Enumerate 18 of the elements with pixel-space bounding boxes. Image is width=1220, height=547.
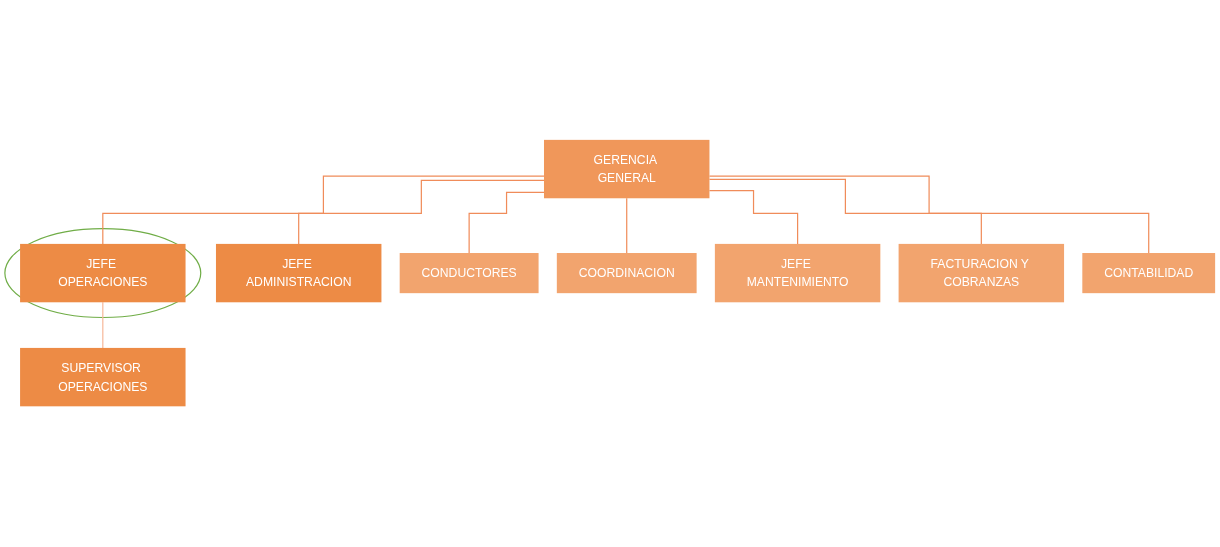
connector: [626, 198, 628, 255]
cluster: [4, 228, 202, 319]
connector: [468, 192, 545, 255]
node-box: JEFE OPERACIONES: [20, 244, 186, 303]
node-box: GERENCIA GENERAL: [544, 140, 710, 199]
node-box: JEFE MANTENIMIENTO: [714, 244, 881, 303]
node-box: JEFE ADMINISTRACION: [215, 244, 382, 303]
connector: [708, 190, 799, 245]
node-box: CONTABILIDAD: [1082, 253, 1216, 294]
node-box: CONDUCTORES: [399, 253, 539, 294]
node-box: SUPERVISOR OPERACIONES: [20, 348, 186, 407]
connector: [102, 175, 545, 245]
connector: [102, 302, 104, 349]
connector: [708, 175, 1150, 255]
connector: [708, 179, 982, 245]
connector: [298, 180, 545, 245]
node-box: FACTURACION Y COBRANZAS: [898, 244, 1065, 303]
node-box: COORDINACION: [556, 253, 697, 294]
